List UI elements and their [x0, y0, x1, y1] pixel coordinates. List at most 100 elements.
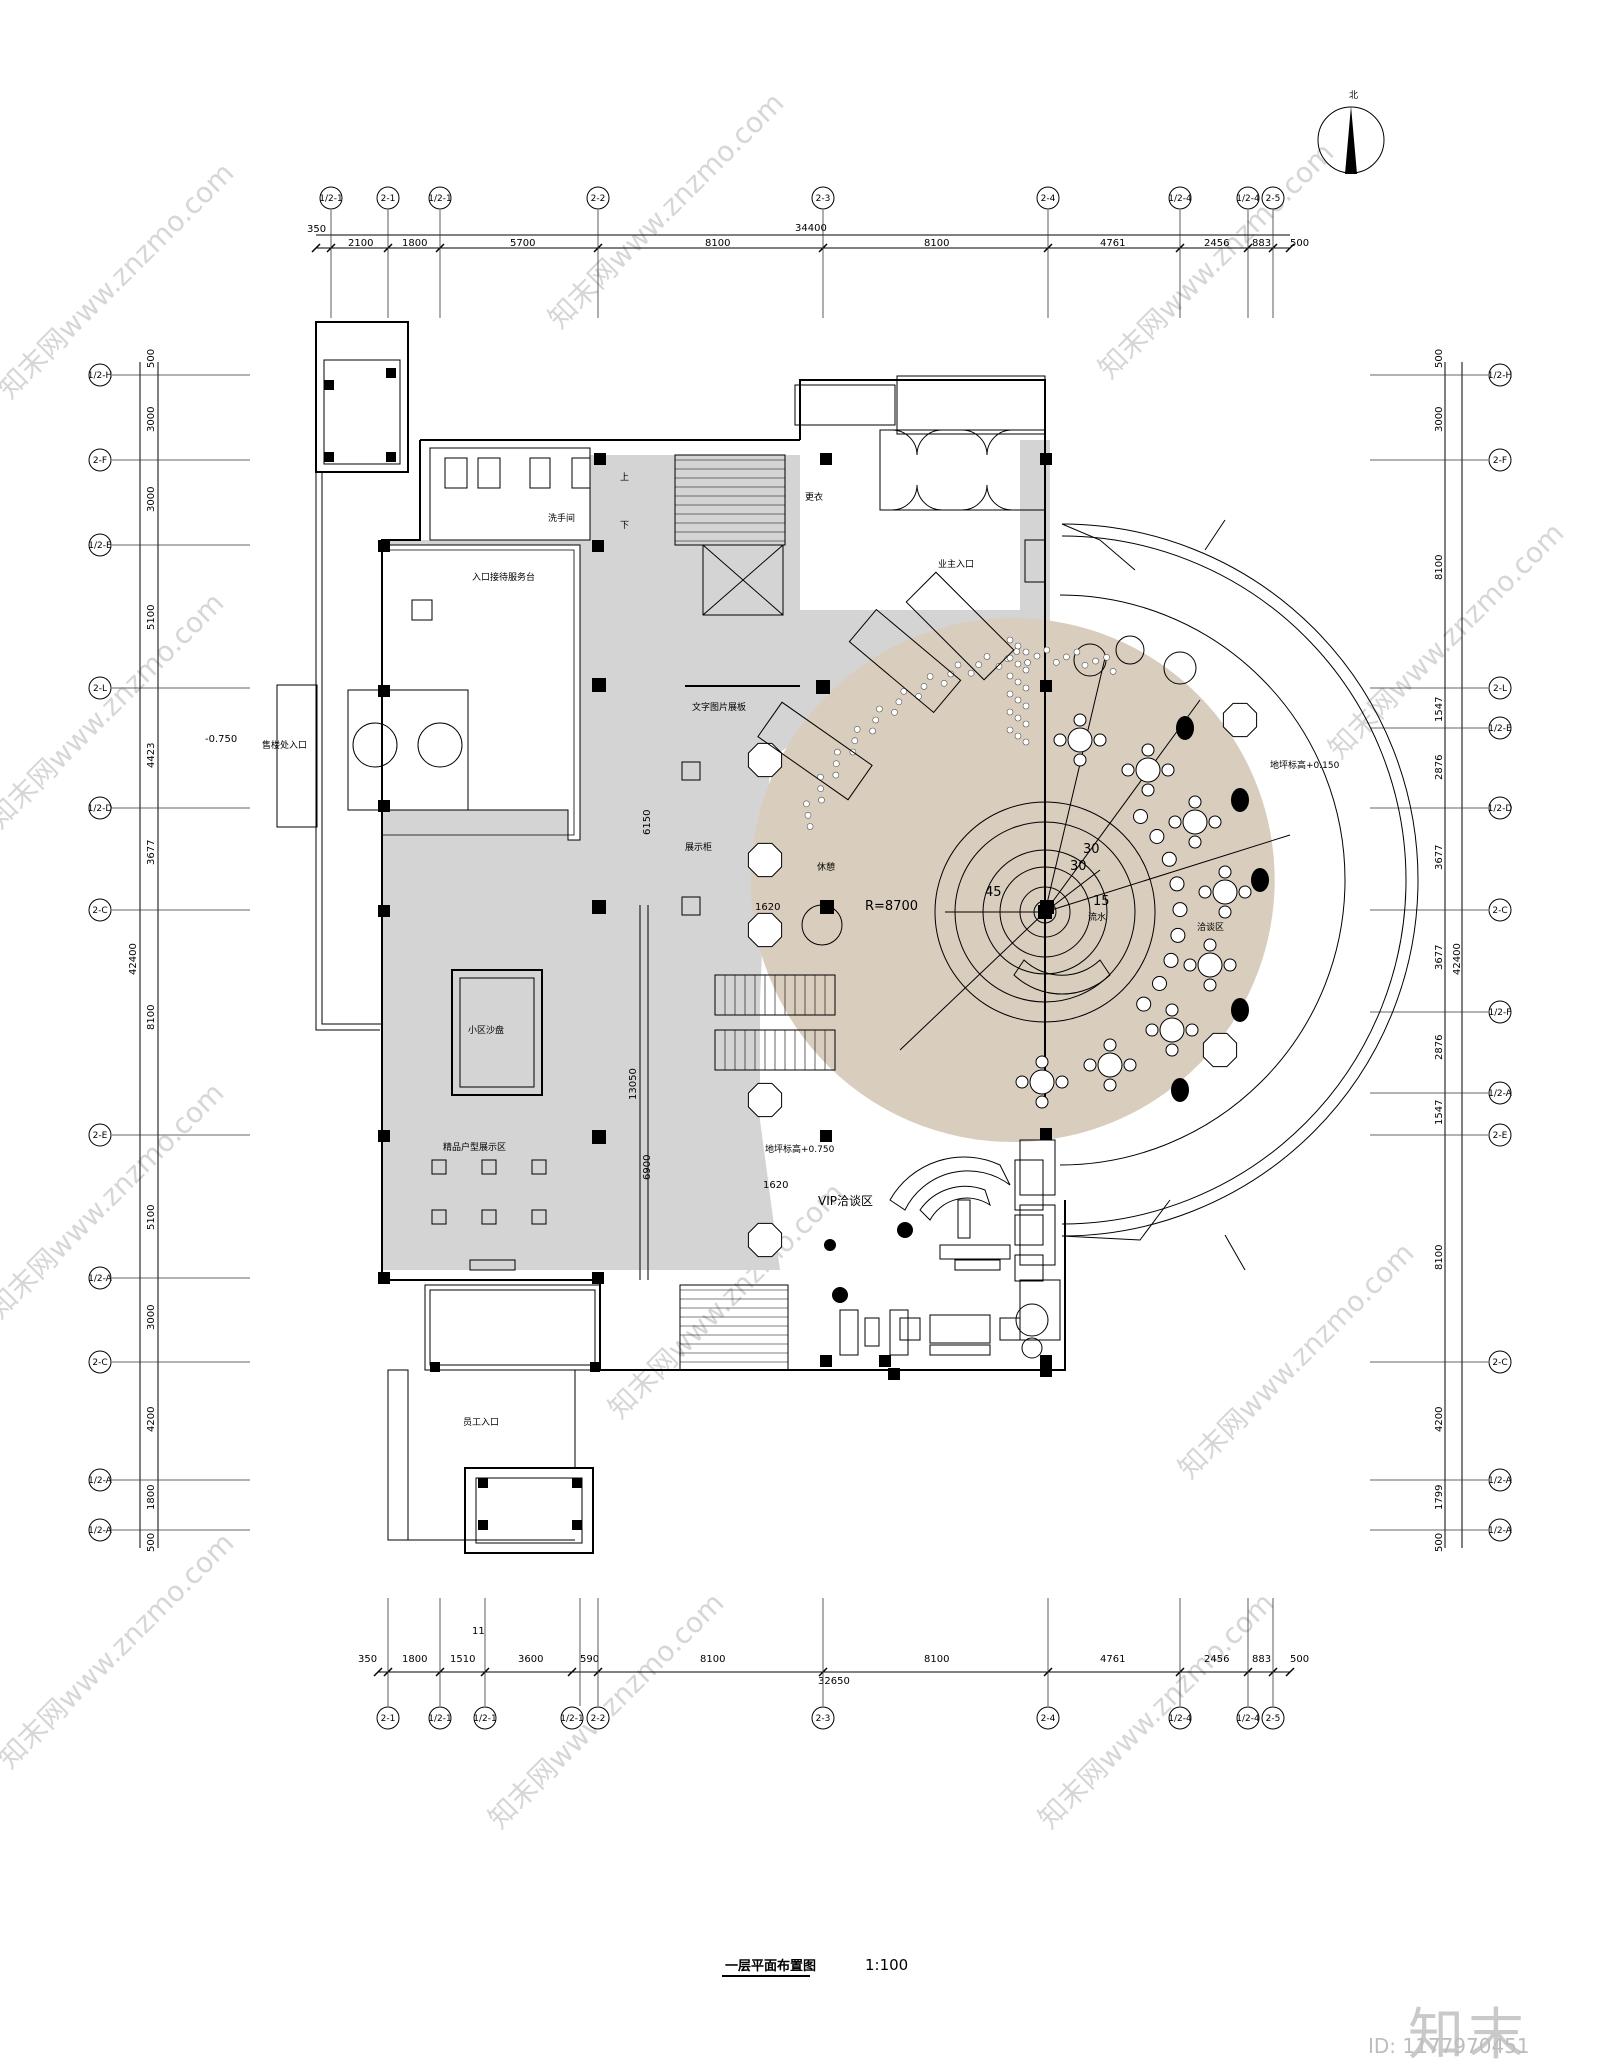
- label-vip: VIP洽谈区: [818, 1194, 873, 1208]
- dim-6150: 6150: [642, 810, 653, 835]
- grid-bubble: 1/2-1: [428, 186, 452, 318]
- svg-text:2-1: 2-1: [381, 1714, 396, 1724]
- top-dim-3: 5700: [510, 238, 535, 249]
- bottom-dim-1: 1800: [402, 1654, 427, 1665]
- right-total-dim: 42400: [1452, 943, 1463, 975]
- svg-text:8100: 8100: [1434, 1245, 1445, 1270]
- left-dimension-chain: 42400 500 3000 3000 5100 4423 3677 8100 …: [128, 349, 159, 1552]
- round-table: [1067, 727, 1093, 753]
- grid-bubble: 1/2-1: [560, 1598, 584, 1730]
- chair: [1103, 1038, 1117, 1052]
- stool: [1133, 809, 1148, 824]
- pebble: [853, 725, 861, 733]
- label-stair-down: 下: [620, 521, 629, 531]
- pebble: [1073, 648, 1081, 656]
- stool: [1163, 952, 1179, 968]
- svg-text:3000: 3000: [146, 487, 157, 512]
- round-table: [1097, 1052, 1123, 1078]
- label-washroom: 洗手间: [548, 512, 575, 524]
- svg-text:2-E: 2-E: [1493, 1131, 1508, 1141]
- svg-text:1/2-4: 1/2-4: [1168, 1714, 1192, 1724]
- pebble: [1092, 657, 1099, 665]
- svg-text:2876: 2876: [1434, 1035, 1445, 1060]
- label-display-cabinet: 展示柜: [685, 841, 712, 853]
- pebble: [975, 661, 983, 669]
- round-table: [1029, 1069, 1055, 1095]
- chair: [1093, 733, 1107, 747]
- svg-text:1/2-A: 1/2-A: [88, 1526, 113, 1536]
- pebble: [1013, 648, 1021, 655]
- chair: [1165, 1003, 1179, 1017]
- grid-bubble: 1/2-4: [1168, 186, 1192, 318]
- svg-text:1/2-A: 1/2-A: [88, 1476, 113, 1486]
- dim-tick: [567, 1667, 577, 1677]
- svg-text:2-5: 2-5: [1266, 194, 1281, 204]
- svg-text:1/2-A: 1/2-A: [1488, 1526, 1513, 1536]
- grid-bubble: 1/2-A: [88, 1468, 250, 1492]
- pebble: [967, 669, 975, 677]
- chair: [1123, 1058, 1137, 1072]
- room-labels: 入口接待服务台 洗手间 上 下 更衣 业主入口 售楼处入口 -0.750 文字图…: [205, 472, 1340, 1428]
- pebble: [806, 823, 814, 830]
- pebble: [1006, 726, 1014, 734]
- label-angle-45: 45: [985, 885, 1002, 900]
- svg-text:2-3: 2-3: [816, 1714, 831, 1724]
- vip-zone: [839, 1156, 1049, 1359]
- grid-bubble: 1/2-E: [1370, 716, 1512, 740]
- chair: [1121, 763, 1135, 777]
- svg-text:1/2-1: 1/2-1: [428, 1714, 451, 1724]
- top-total-dim: 34400: [795, 223, 827, 234]
- chair: [1141, 743, 1155, 757]
- pebble: [1014, 732, 1022, 740]
- stool: [1152, 976, 1167, 991]
- image-id: ID: 1177970451: [1368, 2034, 1530, 2058]
- building: [276, 321, 1419, 1554]
- grid-bubble: 1/2-1: [473, 1598, 497, 1730]
- right-grid-bubbles: 1/2-H 2-F 2-L 1/2-E 1/2-D 2-C 1/2-F 1/2-…: [1370, 363, 1513, 1542]
- label-leisure: 休憩: [817, 861, 835, 873]
- svg-text:4423: 4423: [146, 743, 157, 768]
- grid-bubble: 2-E: [88, 1123, 250, 1147]
- svg-text:3000: 3000: [1434, 407, 1445, 432]
- chair: [1183, 958, 1197, 972]
- stool: [1149, 829, 1165, 844]
- label-level-right: 地坪标高+0.150: [1270, 759, 1340, 771]
- chair: [1185, 1023, 1199, 1037]
- label-entrance-guide: 入口接待服务台: [472, 571, 535, 583]
- chair: [1161, 763, 1175, 777]
- top-dim-5: 8100: [924, 238, 949, 249]
- grid-bubble: 2-1: [376, 186, 400, 318]
- round-table: [1182, 809, 1208, 835]
- svg-text:2-4: 2-4: [1041, 194, 1056, 204]
- chair: [1218, 865, 1232, 879]
- grid-bubble: 2-4: [1036, 1598, 1060, 1730]
- pebble: [891, 708, 898, 716]
- bottom-dim-10: 500: [1290, 1654, 1309, 1665]
- pebble: [872, 716, 880, 724]
- negotiation-floor: [750, 618, 1045, 1142]
- svg-text:1/2-E: 1/2-E: [88, 541, 112, 551]
- grid-bubble: 2-C: [88, 1350, 250, 1374]
- grid-bubble: 2-F: [1370, 448, 1512, 472]
- svg-text:2-L: 2-L: [93, 684, 107, 694]
- pebble: [983, 653, 991, 660]
- top-dim-0: 350: [307, 224, 326, 235]
- trees: [801, 635, 1197, 1303]
- grid-bubble: 1/2-E: [88, 533, 250, 557]
- svg-text:1/2-A: 1/2-A: [1488, 1476, 1513, 1486]
- pebble: [804, 811, 812, 819]
- brand-logo: 知末: [1408, 2003, 1528, 2068]
- pebble: [1022, 648, 1030, 656]
- grid-bubble: 2-L: [88, 676, 250, 700]
- chair: [1073, 713, 1087, 727]
- svg-text:4200: 4200: [1434, 1407, 1445, 1432]
- octagon-column: [747, 742, 783, 778]
- dim-tick: [1285, 1667, 1295, 1677]
- pebble: [1022, 738, 1030, 746]
- pebble: [1022, 720, 1030, 728]
- svg-text:2-L: 2-L: [1493, 684, 1507, 694]
- svg-text:2-4: 2-4: [1041, 1714, 1056, 1724]
- bottom-dim-7: 4761: [1100, 1654, 1125, 1665]
- svg-text:4200: 4200: [146, 1407, 157, 1432]
